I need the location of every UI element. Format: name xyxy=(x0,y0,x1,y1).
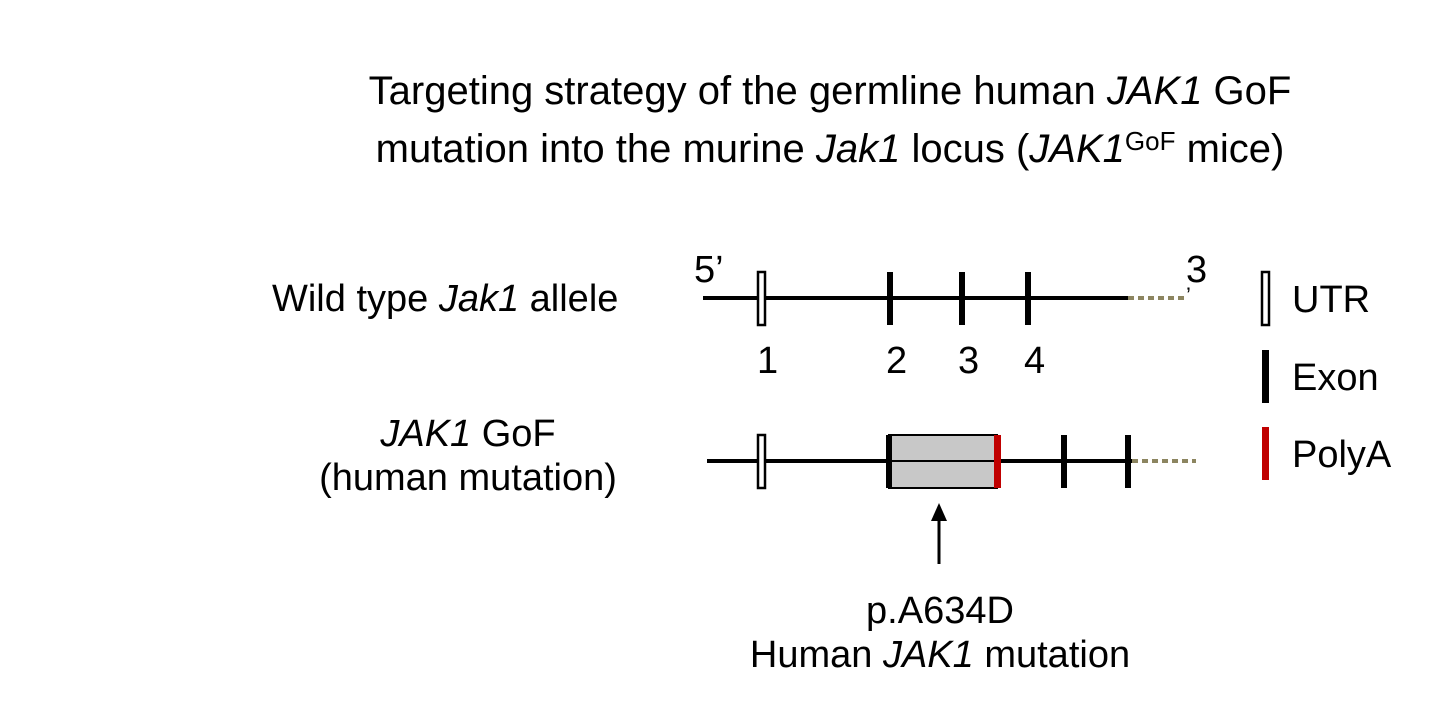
gof-exon-3 xyxy=(1061,435,1067,488)
exon-number-2: 2 xyxy=(886,340,908,382)
gof-allele xyxy=(707,433,1196,490)
gof-exon-2 xyxy=(886,435,892,488)
mutation-name: p.A634D xyxy=(866,590,1014,632)
five-prime-label: 5’ xyxy=(694,249,724,291)
gof-allele-label: JAK1 GoF (human mutation) xyxy=(298,412,638,500)
gof-utr-exon-1 xyxy=(756,433,767,490)
mutation-annotation: p.A634D Human JAK1 mutation xyxy=(690,589,1190,677)
wildtype-exon-3 xyxy=(959,272,965,325)
diagram-title: Targeting strategy of the germline human… xyxy=(0,66,1440,174)
exon-number-1: 1 xyxy=(757,340,779,382)
legend-utr-symbol xyxy=(1260,270,1271,327)
gof-polya xyxy=(994,435,1001,488)
mutation-arrow xyxy=(931,503,947,564)
wildtype-exon-2 xyxy=(887,272,893,325)
legend-exon-label: Exon xyxy=(1292,357,1379,399)
wildtype-exon-4 xyxy=(1025,272,1031,325)
legend-exon-symbol xyxy=(1262,350,1269,403)
exon-number-4: 4 xyxy=(1024,340,1046,382)
wildtype-allele-label: Wild type Jak1 allele xyxy=(272,278,619,320)
exon-number-3: 3 xyxy=(958,340,980,382)
title-line-1: Targeting strategy of the germline human… xyxy=(368,69,1292,113)
gof-label-line-1: JAK1 GoF xyxy=(380,413,556,455)
legend-polya-label: PolyA xyxy=(1292,434,1392,476)
wildtype-allele xyxy=(703,270,1188,327)
mutation-description: Human JAK1 mutation xyxy=(749,634,1131,676)
three-prime-label: 3 xyxy=(1186,249,1208,291)
wildtype-utr-exon-1 xyxy=(756,270,767,327)
title-line-2: mutation into the murine Jak1 locus (JAK… xyxy=(375,126,1285,171)
gof-exon-4 xyxy=(1125,435,1131,488)
legend-utr-label: UTR xyxy=(1292,279,1371,321)
gof-label-line-2: (human mutation) xyxy=(319,457,617,499)
legend-polya-symbol xyxy=(1262,427,1269,480)
three-prime-mark: ’ xyxy=(1186,283,1191,308)
